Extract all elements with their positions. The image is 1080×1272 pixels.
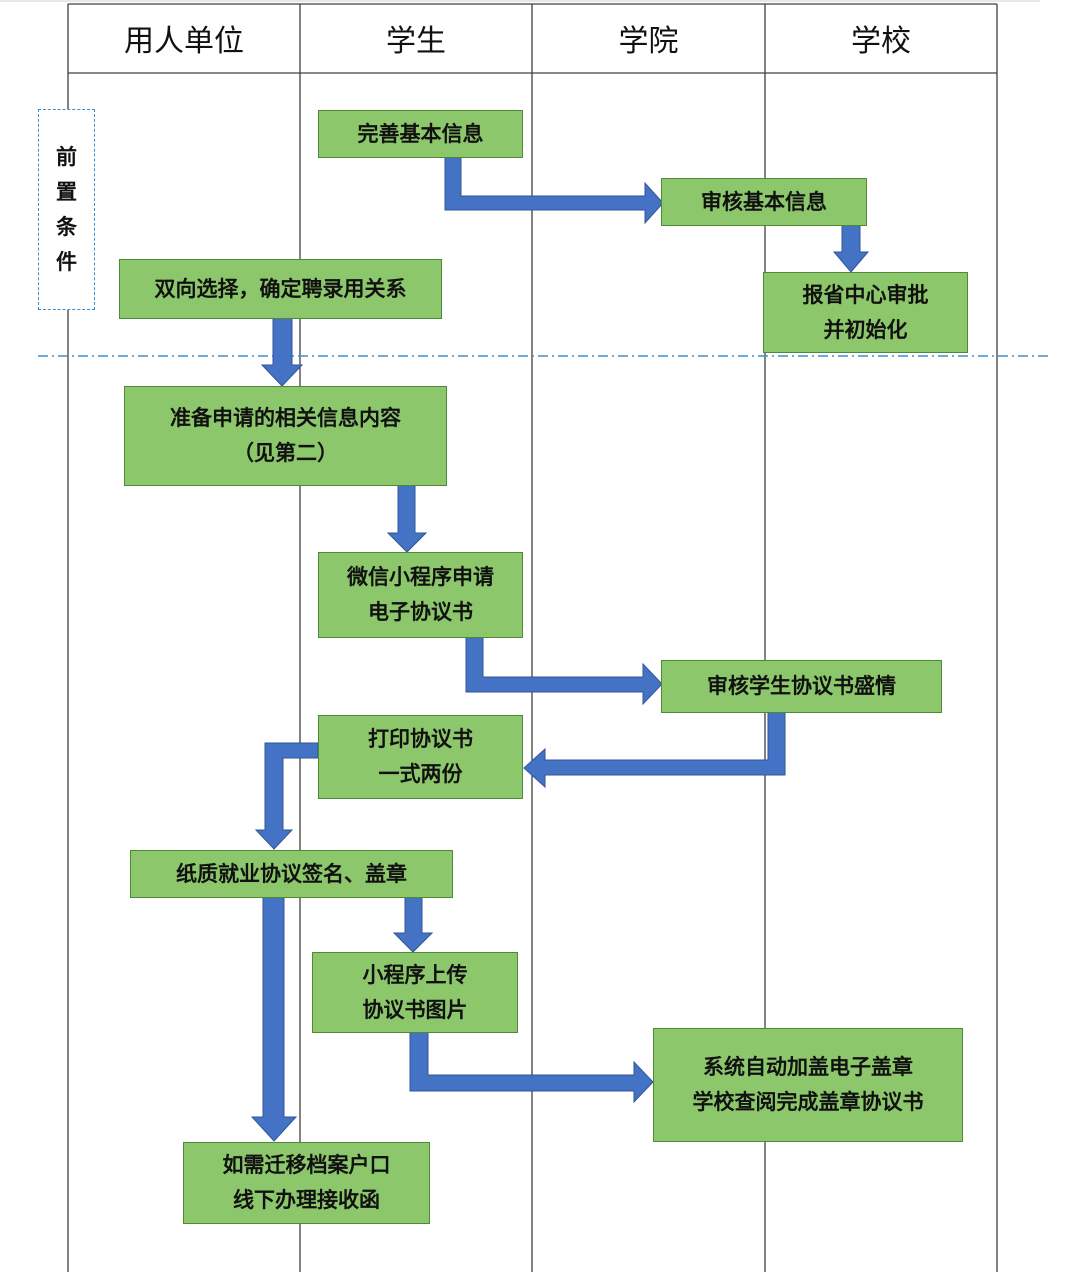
step-two-way-choice: 双向选择，确定聘录用关系 [119, 259, 442, 319]
arrow-review-to-report [832, 224, 870, 273]
step-upload-image: 小程序上传 协议书图片 [312, 952, 518, 1033]
arrow-prepare-to-wechat [386, 484, 428, 553]
arrow-wechat-to-review [465, 636, 663, 706]
step-auto-electronic-seal: 系统自动加盖电子盖章 学校查阅完成盖章协议书 [653, 1028, 963, 1142]
arrow-choice-to-prepare [260, 317, 304, 387]
arrow-review-to-print [523, 711, 786, 789]
arrow-complete-to-review [444, 156, 664, 225]
flow-arrows [250, 156, 870, 1142]
step-sign-and-seal: 纸质就业协议签名、盖章 [130, 850, 453, 898]
step-wechat-apply: 微信小程序申请 电子协议书 [318, 552, 523, 638]
lane-header-college: 学院 [618, 24, 679, 59]
step-review-basic-info: 审核基本信息 [661, 178, 867, 226]
precondition-frame [38, 109, 95, 310]
arrow-sign-to-transfer [250, 896, 298, 1142]
step-prepare-info: 准备申请的相关信息内容 （见第二） [124, 386, 447, 486]
lane-header-employer: 用人单位 [124, 24, 244, 59]
arrow-print-to-sign [254, 742, 319, 850]
step-complete-basic-info: 完善基本信息 [318, 110, 523, 158]
step-review-agreement: 审核学生协议书盛情 [661, 660, 942, 713]
lane-header-student: 学生 [386, 24, 446, 59]
step-transfer-archive: 如需迁移档案户口 线下办理接收函 [183, 1142, 430, 1224]
arrow-upload-to-autoseal [409, 1031, 654, 1104]
step-print-agreement: 打印协议书 一式两份 [318, 715, 523, 799]
precondition-label: 前 置 条 件 [56, 145, 77, 274]
arrow-sign-to-upload [392, 896, 434, 953]
lane-header-school: 学校 [851, 24, 911, 59]
step-report-province-center: 报省中心审批 并初始化 [763, 272, 968, 353]
